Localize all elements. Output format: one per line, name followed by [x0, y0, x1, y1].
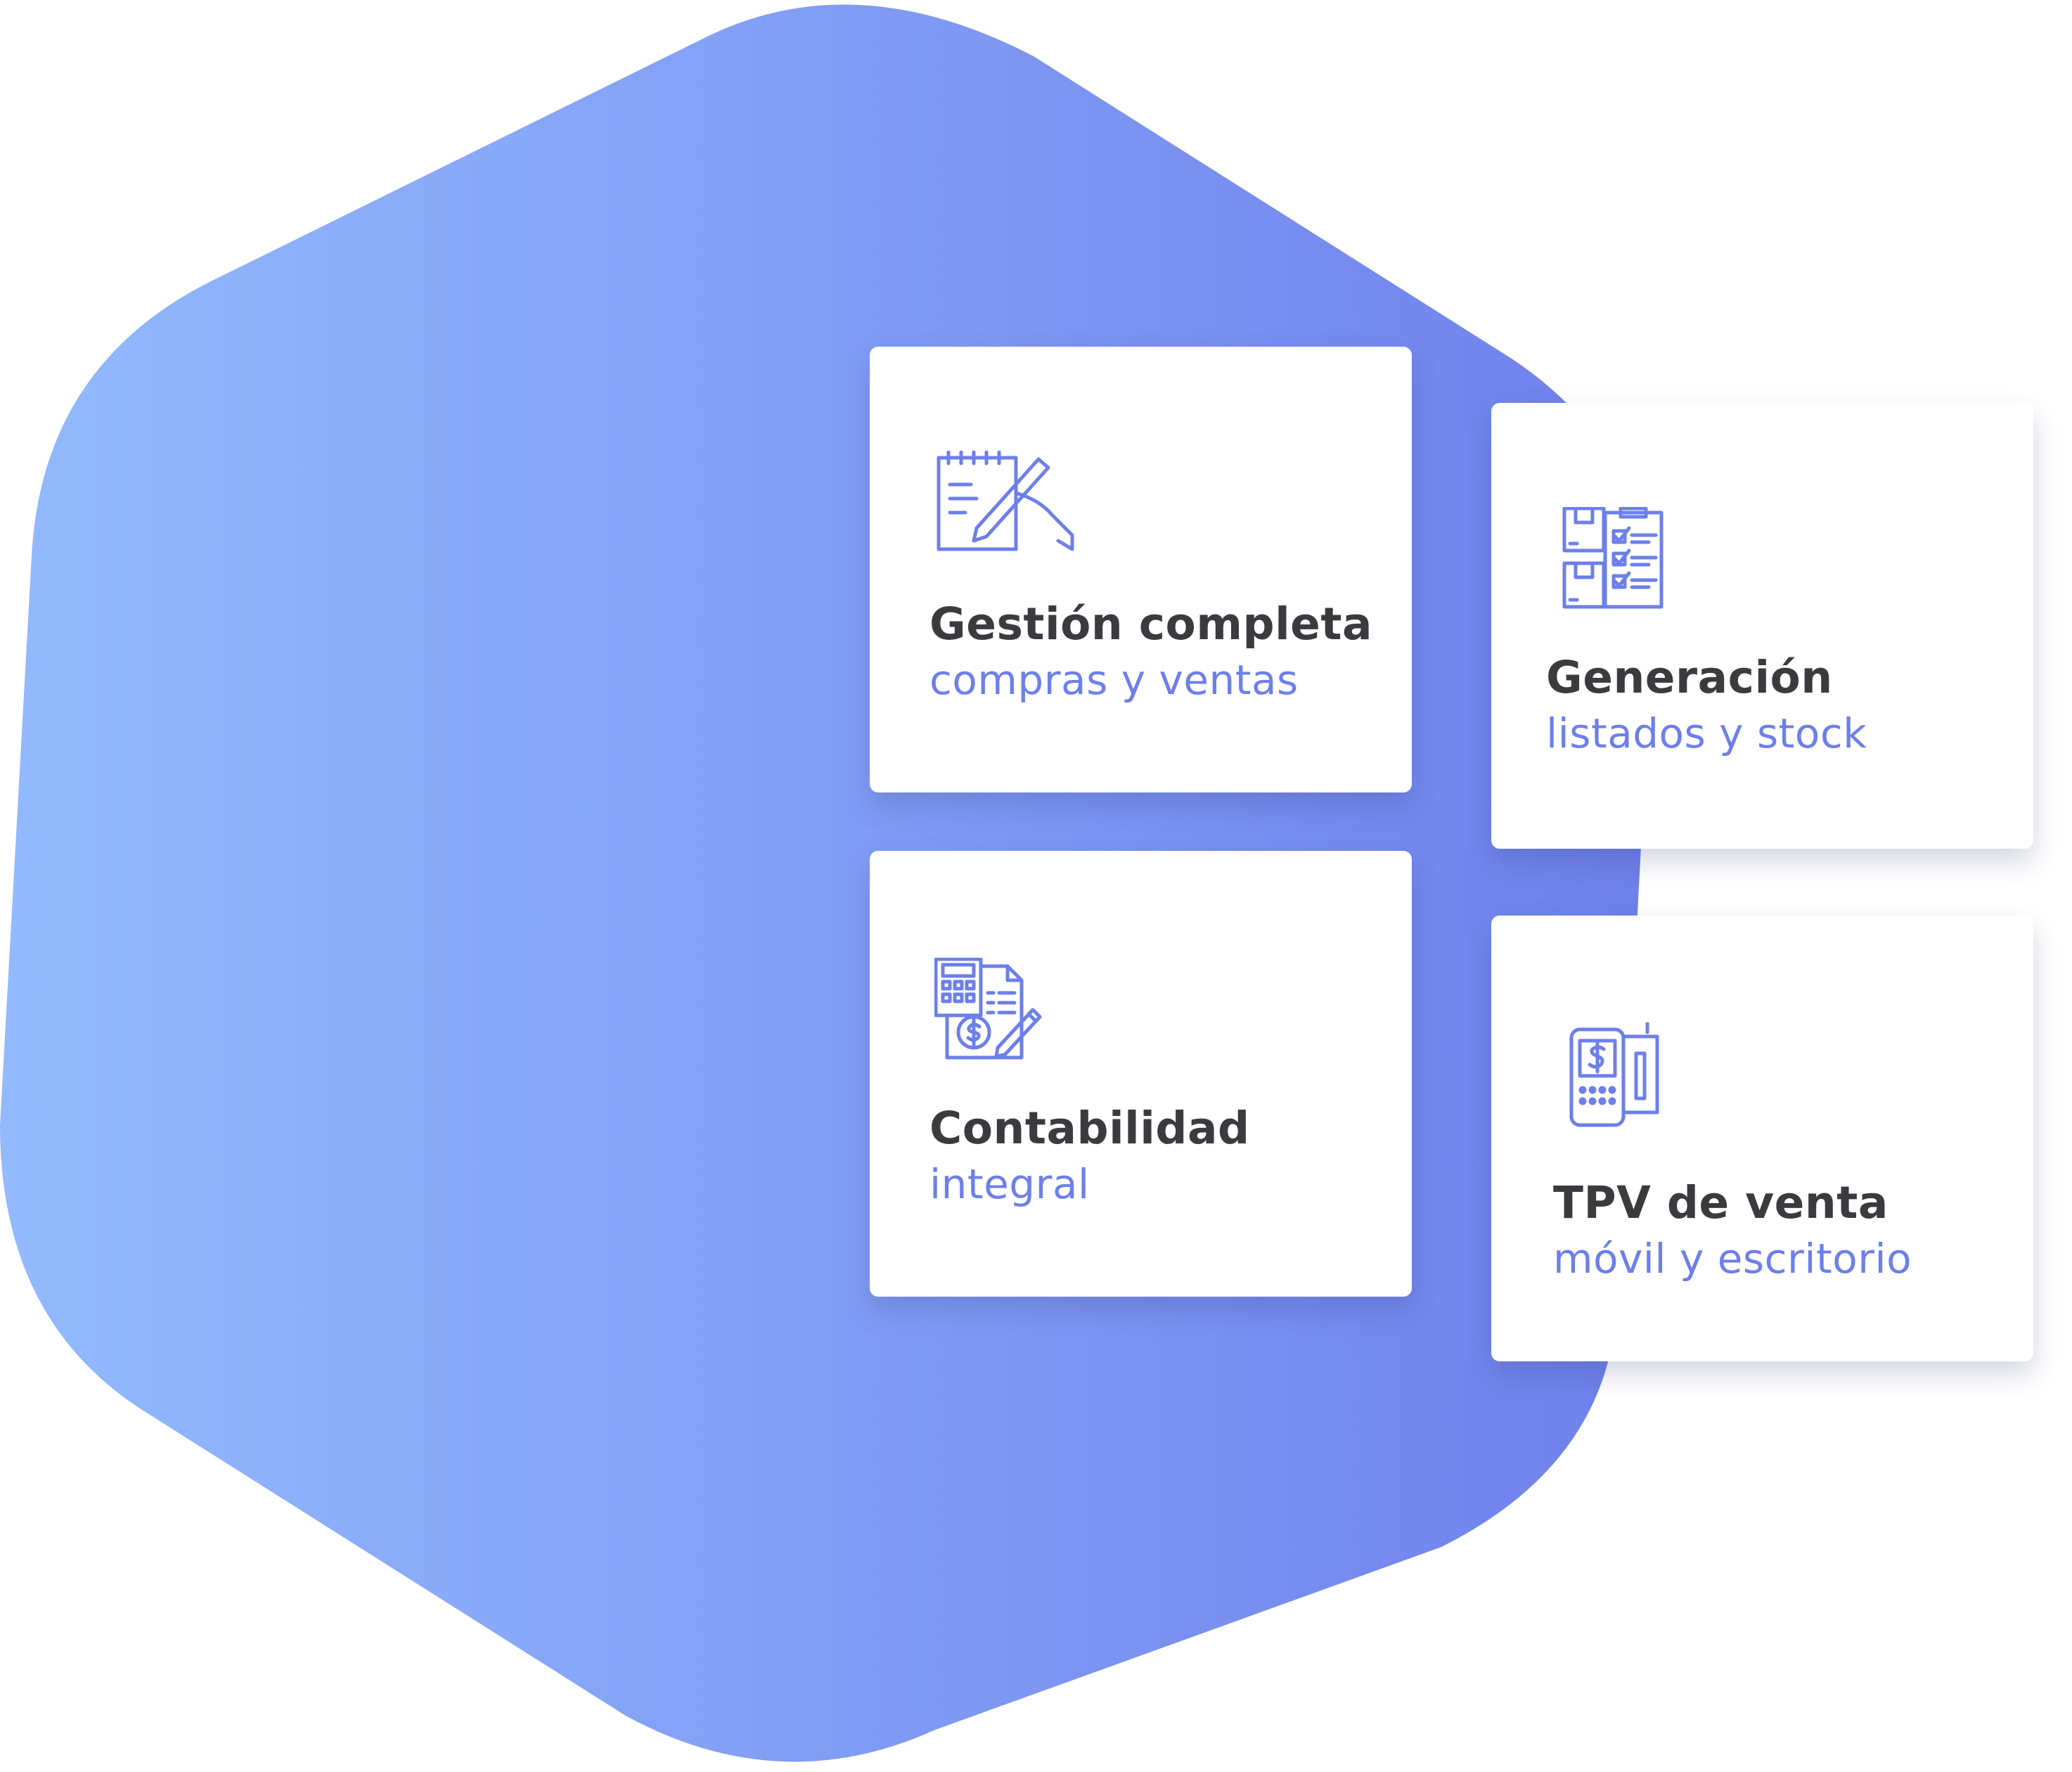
card-title: Gestión completa [929, 598, 1373, 650]
feature-card-gestion: Gestión completa compras y ventas [870, 347, 1412, 792]
card-subtitle: compras y ventas [929, 656, 1299, 704]
inventory-checklist-icon [1562, 507, 1702, 612]
card-subtitle: móvil y escritorio [1553, 1235, 1912, 1283]
pos-terminal-icon [1569, 1022, 1709, 1128]
notepad-pen-icon [934, 451, 1075, 556]
calculator-invoice-icon [934, 958, 1075, 1063]
card-title: Contabilidad [929, 1103, 1250, 1154]
feature-card-generacion: Generación listados y stock [1491, 403, 2033, 849]
card-subtitle: listados y stock [1546, 710, 1867, 757]
feature-card-contabilidad: Contabilidad integral [870, 851, 1412, 1297]
feature-card-tpv: TPV de venta móvil y escritorio [1491, 916, 2033, 1361]
card-subtitle: integral [929, 1160, 1090, 1208]
card-title: TPV de venta [1553, 1177, 1888, 1228]
card-title: Generación [1546, 652, 1833, 703]
